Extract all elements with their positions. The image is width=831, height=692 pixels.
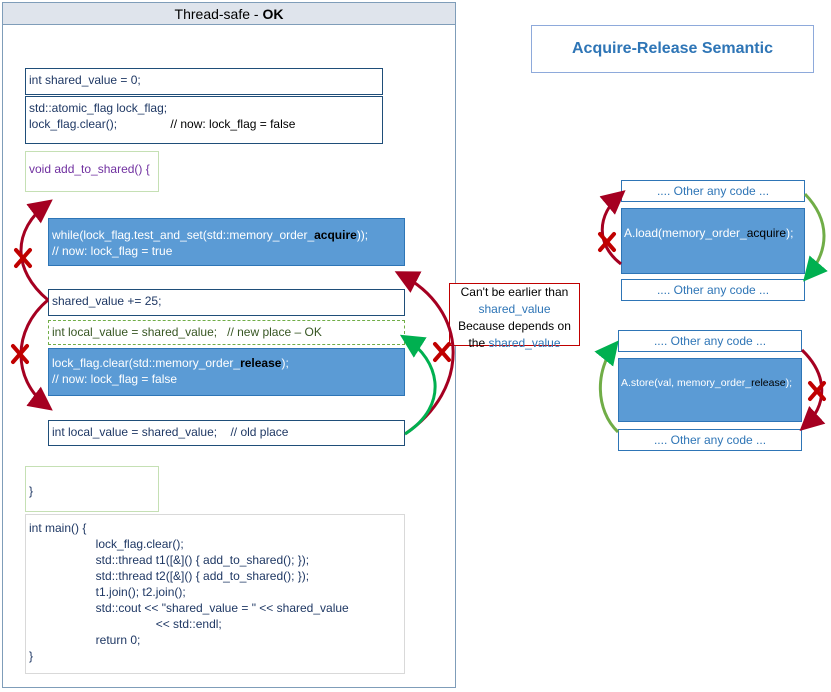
release-store-box: A.store(val, memory_order_release); [618, 358, 802, 422]
flag-decl-box: std::atomic_flag lock_flag; lock_flag.cl… [25, 96, 383, 144]
acquire-bottom-code: .... Other any code ... [621, 279, 805, 301]
add-line-box: shared_value += 25; [48, 289, 405, 316]
clear-comment: // now: lock_flag = false [52, 372, 178, 386]
func-open-text: void add_to_shared() { [29, 162, 150, 176]
main-line: << std::endl; [29, 617, 222, 631]
store-release-keyword: release [751, 377, 786, 389]
note-line-1: Can't be earlier than [460, 285, 569, 299]
note-line-3: Because depends on [458, 319, 571, 333]
shared-decl-box: int shared_value = 0; [25, 68, 383, 95]
main-line: lock_flag.clear(); [29, 537, 184, 551]
main-line: t1.join(); t2.join(); [29, 585, 186, 599]
acquire-keyword: acquire [314, 228, 357, 242]
release-keyword: release [240, 356, 282, 370]
flag-decl-line-2: lock_flag.clear(); [29, 117, 118, 131]
add-line-text: shared_value += 25; [52, 294, 162, 308]
flag-decl-comment: // now: lock_flag = false [170, 117, 296, 131]
while-comment: // now: lock_flag = true [52, 244, 173, 258]
local-new-text: int local_value = shared_value; // new p… [52, 325, 322, 339]
release-top-code: .... Other any code ... [618, 330, 802, 352]
load-acquire-keyword: acquire [746, 226, 787, 240]
main-code-box: int main() { lock_flag.clear(); std::thr… [25, 514, 405, 674]
clear-release-box: lock_flag.clear(std::memory_order_releas… [48, 348, 405, 396]
acquire-load-box: A.load(memory_order_acquire); [621, 208, 805, 274]
main-line: return 0; [29, 633, 141, 647]
forbidden-arrow-load-up [599, 190, 626, 266]
allowed-arrow-store-up [594, 340, 620, 434]
shared-decl-text: int shared_value = 0; [29, 73, 141, 87]
flag-decl-line-1: std::atomic_flag lock_flag; [29, 101, 168, 115]
note-line-2: shared_value [478, 302, 551, 316]
panel-title: Thread-safe - OK [3, 3, 455, 25]
main-line: int main() { [29, 521, 87, 535]
while-acquire-box: while(lock_flag.test_and_set(std::memory… [48, 218, 405, 266]
main-line: } [29, 649, 34, 663]
main-line: std::thread t1([&]() { add_to_shared(); … [29, 553, 310, 567]
note-line-4-highlight: shared_value [488, 336, 561, 350]
forbidden-arrow-store-down [799, 348, 826, 432]
panel-title-status: OK [262, 6, 284, 22]
func-close-text: } [29, 484, 34, 498]
dependency-note: Can't be earlier than shared_value Becau… [449, 283, 580, 350]
main-line: std::thread t2([&]() { add_to_shared(); … [29, 569, 310, 583]
cross-icon [808, 381, 826, 401]
func-open-box: void add_to_shared() { [25, 151, 159, 192]
allowed-arrow-load-down [803, 192, 828, 282]
acquire-release-title: Acquire-Release Semantic [531, 25, 814, 73]
acquire-top-code: .... Other any code ... [621, 180, 805, 202]
local-old-text: int local_value = shared_value; // old p… [52, 425, 289, 439]
release-bottom-code: .... Other any code ... [618, 429, 802, 451]
cross-icon [598, 232, 616, 252]
local-old-box: int local_value = shared_value; // old p… [48, 420, 405, 446]
main-line: std::cout << "shared_value = " << shared… [29, 601, 349, 615]
local-new-box: int local_value = shared_value; // new p… [48, 320, 405, 345]
note-line-4-prefix: the [468, 336, 489, 350]
func-close-box: } [25, 466, 159, 512]
